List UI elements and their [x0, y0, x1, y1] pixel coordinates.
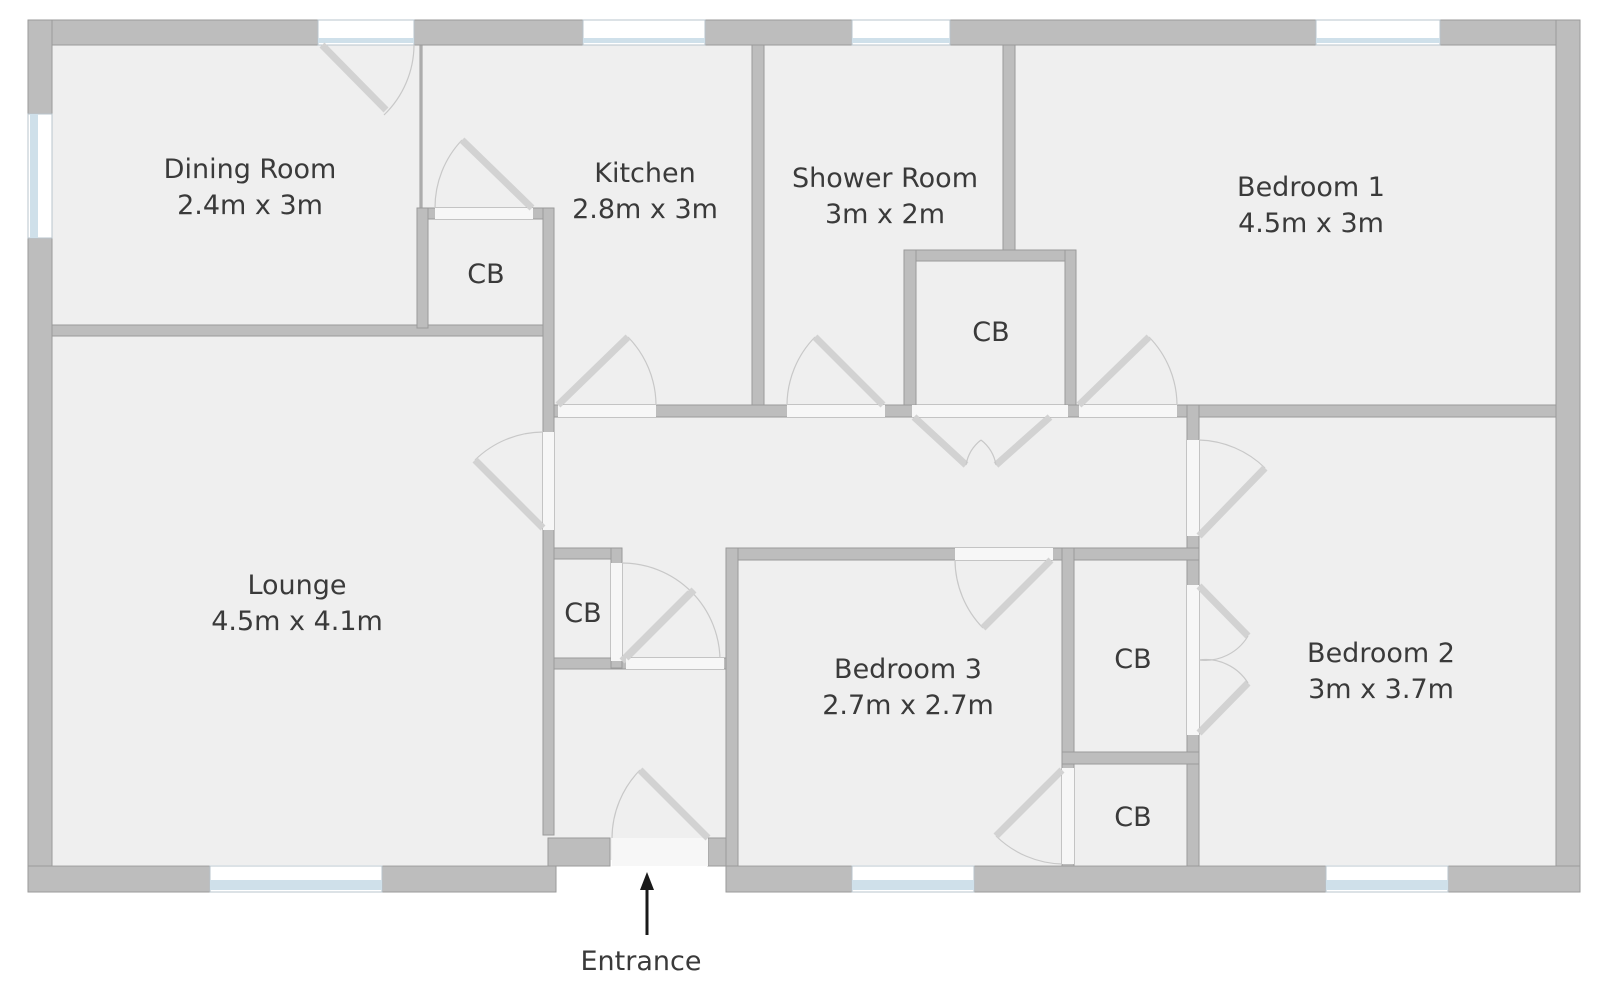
bedroom3-name: Bedroom 3 [834, 654, 982, 685]
shower-room-name: Shower Room [792, 163, 978, 194]
kitchen-name: Kitchen [594, 158, 695, 189]
door-bedroom1 [1076, 334, 1178, 417]
window-bedroom2-bottom [1325, 865, 1449, 893]
windows [27, 19, 1449, 893]
bedroom3-cb-lower-label: CB [1114, 802, 1151, 833]
shower-cb-label: CB [972, 317, 1009, 348]
bedroom2-size: 3m x 3.7m [1308, 674, 1454, 705]
dining-room-name: Dining Room [164, 154, 337, 185]
door-shower-cb-double [911, 405, 1068, 468]
bedroom1-size: 4.5m x 3m [1238, 208, 1384, 239]
door-kitchen-cb [434, 137, 535, 219]
door-bed3cb-double [1187, 583, 1251, 736]
room-labels: Dining Room 2.4m x 3m Kitchen 2.8m x 3m … [164, 154, 1455, 721]
bedroom3-size: 2.7m x 2.7m [822, 690, 994, 721]
door-kitchen [555, 334, 657, 417]
window-shower-top [851, 19, 951, 46]
bedroom3-cb-upper-label: CB [1114, 644, 1151, 675]
window-bedroom3-bottom [851, 865, 975, 893]
dining-room-size: 2.4m x 3m [177, 190, 323, 221]
lounge-size: 4.5m x 4.1m [211, 606, 383, 637]
window-dining-top [317, 19, 415, 46]
shower-room-size: 3m x 2m [825, 199, 945, 230]
door-shower [786, 334, 886, 417]
window-bedroom1-top [1315, 19, 1441, 46]
entrance-arrow-icon [640, 872, 654, 935]
door-bedroom2-upper [1187, 439, 1268, 539]
floor-areas [52, 45, 1556, 900]
lounge-name: Lounge [247, 570, 346, 601]
hall-cb-label: CB [564, 598, 601, 629]
window-lounge-bottom [209, 865, 383, 893]
bedroom2-name: Bedroom 2 [1307, 638, 1455, 669]
door-bedroom3 [954, 548, 1054, 631]
door-dining [319, 42, 415, 116]
entrance-gap [556, 860, 726, 900]
window-kitchen-top [582, 19, 706, 46]
door-entrance [611, 767, 711, 866]
entrance-label: Entrance [581, 946, 702, 977]
cupboard-labels: CB CB CB CB CB [467, 259, 1151, 833]
kitchen-cb-label: CB [467, 259, 504, 290]
door-lounge [472, 431, 554, 531]
kitchen-size: 2.8m x 3m [572, 194, 718, 225]
door-hall-inner [623, 587, 724, 669]
bedroom1-name: Bedroom 1 [1237, 172, 1385, 203]
doors [319, 42, 1268, 866]
door-bed3-cb-lower [993, 767, 1074, 865]
window-dining-left [27, 113, 53, 239]
